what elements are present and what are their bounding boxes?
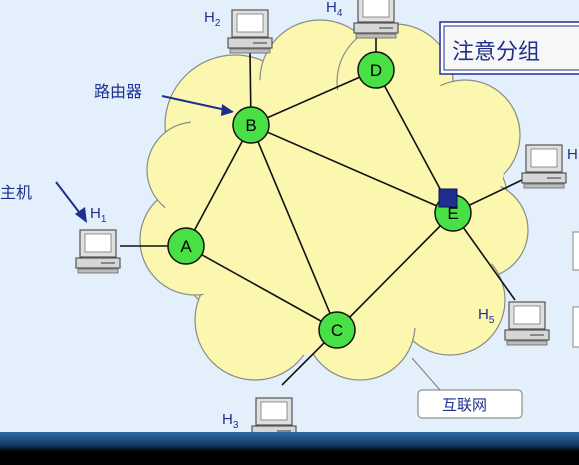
host-h4-label: H [326, 0, 337, 16]
link-b-e [250, 124, 454, 214]
computer-icon [521, 144, 567, 189]
link-a-b [185, 124, 252, 247]
host-h4: H4 [326, 0, 399, 39]
internet-label: 互联网 [442, 396, 487, 414]
host-h3-sub: 3 [233, 420, 239, 431]
host-h5-sub: 5 [489, 315, 495, 326]
host-h6-label: H [567, 146, 578, 163]
router-b-label: B [245, 116, 256, 135]
router-b [232, 106, 270, 144]
svg-text:H3: H3 [222, 411, 239, 431]
router-c-label: C [331, 321, 343, 340]
link-b-d [250, 69, 377, 126]
host-h2: H2 [204, 9, 273, 54]
host-h4-sub: 4 [337, 8, 343, 19]
router-a [167, 227, 205, 265]
host-arrow-icon [55, 181, 87, 223]
side-box-1 [572, 231, 579, 271]
note-box-inner [443, 25, 579, 71]
svg-text:H: H [567, 146, 578, 163]
link-c-e [336, 212, 454, 331]
link-b-c [250, 124, 338, 331]
host-h3: H3 [222, 397, 297, 442]
host-h1-sub: 1 [101, 214, 107, 225]
svg-text:H4: H4 [326, 0, 343, 19]
routers [167, 51, 472, 349]
host-h6: H [521, 144, 578, 189]
internet-label-box [417, 389, 523, 419]
svg-text:H2: H2 [204, 9, 221, 29]
computer-icon [227, 9, 273, 54]
host-h2-label: H [204, 9, 215, 26]
side-box-2 [572, 306, 579, 348]
host-h5: H5 [478, 301, 550, 346]
router-d-label: D [370, 61, 382, 80]
note-text: 注意分组 [452, 40, 540, 65]
host-h3-label: H [222, 411, 233, 428]
router-a-label: A [180, 237, 192, 256]
svg-text:H1: H1 [90, 205, 107, 225]
packet-marker [438, 188, 458, 208]
host-h1-label: H [90, 205, 101, 222]
router-arrow-icon [161, 95, 234, 116]
computer-icon [353, 0, 399, 39]
svg-text:H5: H5 [478, 306, 495, 326]
computer-icon [504, 301, 550, 346]
bottom-bar [0, 432, 579, 465]
link-a-c [185, 245, 338, 331]
router-caption: 路由器 [94, 82, 142, 101]
host-h5-label: H [478, 306, 489, 323]
router-c [318, 311, 356, 349]
router-d [357, 51, 395, 89]
network-links [120, 38, 523, 386]
computer-icon [75, 229, 121, 274]
host-h1: H1 [75, 205, 121, 274]
host-h2-sub: 2 [215, 18, 221, 29]
host-caption: 主机 [0, 183, 32, 202]
router-e-label: E [447, 204, 458, 223]
